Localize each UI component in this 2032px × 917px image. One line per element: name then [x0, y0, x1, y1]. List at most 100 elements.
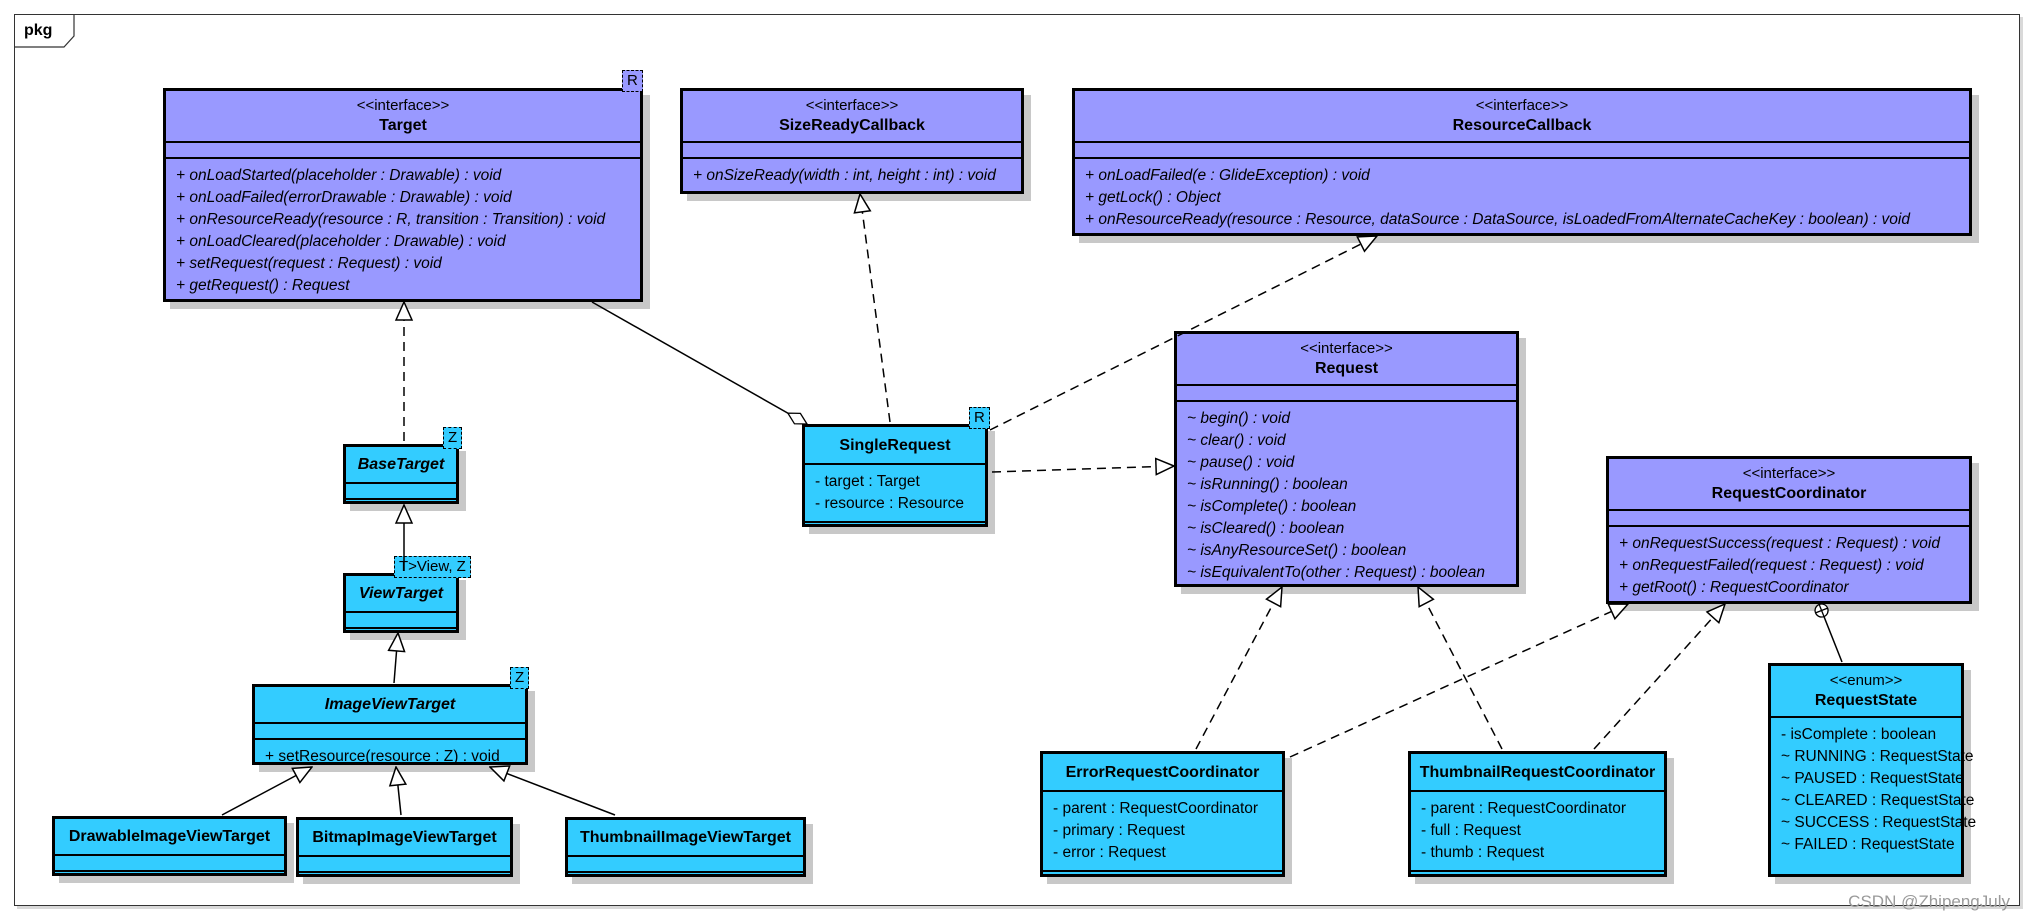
- operation: ~ isEquivalentTo(other : Request) : bool…: [1187, 564, 1485, 581]
- resource-callback-name: ResourceCallback: [1452, 117, 1592, 134]
- drawable-image-view-target-name: DrawableImageViewTarget: [68, 828, 271, 845]
- request-stereotype: <<interface>>: [1300, 340, 1393, 357]
- request-interface[interactable]: <<interface>> Request ~ begin() : void ~…: [1174, 331, 1519, 587]
- operation: + onLoadStarted(placeholder : Drawable) …: [176, 167, 502, 184]
- operation: + setRequest(request : Request) : void: [176, 255, 442, 272]
- operation: + onRequestSuccess(request : Request) : …: [1619, 535, 1940, 552]
- resource-callback-operations: + onLoadFailed(e : GlideException) : voi…: [1075, 159, 1969, 237]
- view-target-name: ViewTarget: [358, 585, 444, 602]
- operation: ~ isRunning() : boolean: [1187, 476, 1348, 493]
- resource-callback-attributes: [1075, 143, 1969, 159]
- image-view-target-class[interactable]: ImageViewTarget + setResource(resource :…: [252, 684, 528, 765]
- view-target-attributes: [346, 613, 456, 629]
- request-operations: ~ begin() : void ~ clear() : void ~ paus…: [1177, 402, 1516, 590]
- base-target-type-param: Z: [443, 427, 463, 449]
- request-name: Request: [1314, 360, 1379, 377]
- attribute: - resource : Resource: [815, 495, 965, 512]
- target-name: Target: [379, 117, 427, 134]
- single-request-type-param: R: [969, 407, 990, 429]
- attribute: - isComplete : boolean: [1781, 726, 1937, 743]
- request-state-enum[interactable]: <<enum>> RequestState - isComplete : boo…: [1768, 663, 1977, 877]
- operation: + onSizeReady(width : int, height : int)…: [693, 167, 996, 184]
- package-label: pkg: [24, 22, 53, 39]
- attribute: - parent : RequestCoordinator: [1053, 800, 1259, 817]
- operation: + onResourceReady(resource : Resource, d…: [1085, 211, 1910, 228]
- operation: ~ begin() : void: [1187, 410, 1290, 427]
- attribute: - error : Request: [1053, 844, 1166, 861]
- thumbnail-image-view-target-class[interactable]: ThumbnailImageViewTarget: [565, 817, 806, 877]
- operation: + getRequest() : Request: [176, 277, 350, 294]
- operation: + onLoadFailed(errorDrawable : Drawable)…: [176, 189, 512, 206]
- single-request-class[interactable]: SingleRequest - target : Target - resour…: [802, 424, 988, 527]
- attribute: ~ PAUSED : RequestState: [1781, 770, 1964, 787]
- image-view-target-type-param: Z: [510, 667, 530, 689]
- bitmap-image-view-target-attributes: [299, 857, 510, 873]
- operation: + getLock() : Object: [1085, 189, 1221, 206]
- target-operations: + onLoadStarted(placeholder : Drawable) …: [166, 159, 640, 303]
- base-target-attributes: [346, 484, 456, 500]
- image-view-target-name: ImageViewTarget: [324, 696, 456, 713]
- operation: + onLoadCleared(placeholder : Drawable) …: [176, 233, 506, 250]
- request-state-stereotype: <<enum>>: [1829, 672, 1903, 689]
- base-target-name: BaseTarget: [357, 456, 445, 473]
- operation: ~ pause() : void: [1187, 454, 1295, 471]
- drawable-image-view-target-operations: [55, 872, 284, 886]
- target-stereotype: <<interface>>: [356, 97, 450, 114]
- base-target-class[interactable]: BaseTarget: [343, 444, 459, 504]
- bitmap-image-view-target-name: BitmapImageViewTarget: [312, 829, 497, 846]
- request-coordinator-interface[interactable]: <<interface>> RequestCoordinator + onReq…: [1606, 456, 1972, 604]
- target-interface[interactable]: <<interface>> Target + onLoadStarted(pla…: [163, 88, 643, 302]
- resource-callback-stereotype: <<interface>>: [1475, 97, 1569, 114]
- view-target-type-param: T>View, Z: [394, 556, 471, 578]
- attribute: - primary : Request: [1053, 822, 1185, 839]
- error-request-coordinator-class[interactable]: ErrorRequestCoordinator - parent : Reque…: [1040, 751, 1285, 877]
- operation: ~ isComplete() : boolean: [1187, 498, 1357, 515]
- request-state-attributes: - isComplete : boolean ~ RUNNING : Reque…: [1771, 718, 1977, 862]
- size-ready-callback-attributes: [683, 143, 1021, 159]
- error-request-coordinator-operations: [1043, 872, 1282, 886]
- image-view-target-operations: + setResource(resource : Z) : void: [255, 740, 525, 774]
- resource-callback-interface[interactable]: <<interface>> ResourceCallback + onLoadF…: [1072, 88, 1972, 236]
- operation: ~ isAnyResourceSet() : boolean: [1187, 542, 1407, 559]
- operation: ~ isCleared() : boolean: [1187, 520, 1345, 537]
- attribute: - target : Target: [815, 473, 920, 490]
- attribute: - thumb : Request: [1421, 844, 1545, 861]
- view-target-operations: [346, 629, 456, 643]
- single-request-attributes: - target : Target - resource : Resource: [805, 465, 985, 523]
- package-tab: pkg: [14, 14, 75, 48]
- size-ready-callback-stereotype: <<interface>>: [805, 97, 899, 114]
- request-state-name: RequestState: [1814, 692, 1918, 709]
- thumbnail-image-view-target-attributes: [568, 857, 803, 873]
- attribute: ~ SUCCESS : RequestState: [1781, 814, 1977, 831]
- package-tab-outline: [14, 14, 75, 48]
- operation: + getRoot() : RequestCoordinator: [1619, 579, 1849, 596]
- single-request-operations: [805, 523, 985, 537]
- base-target-operations: [346, 500, 456, 514]
- target-type-param: R: [622, 70, 643, 92]
- thumbnail-request-coordinator-attributes: - parent : RequestCoordinator - full : R…: [1411, 792, 1664, 872]
- operation: + onRequestFailed(request : Request) : v…: [1619, 557, 1924, 574]
- attribute: ~ RUNNING : RequestState: [1781, 748, 1974, 765]
- target-attributes: [166, 143, 640, 159]
- size-ready-callback-interface[interactable]: <<interface>> SizeReadyCallback + onSize…: [680, 88, 1024, 194]
- drawable-image-view-target-attributes: [55, 856, 284, 872]
- thumbnail-request-coordinator-name: ThumbnailRequestCoordinator: [1419, 764, 1656, 781]
- attribute: - parent : RequestCoordinator: [1421, 800, 1627, 817]
- thumbnail-request-coordinator-class[interactable]: ThumbnailRequestCoordinator - parent : R…: [1408, 751, 1667, 877]
- view-target-class[interactable]: ViewTarget: [343, 573, 459, 633]
- image-view-target-attributes: [255, 724, 525, 740]
- bitmap-image-view-target-operations: [299, 873, 510, 887]
- operation: + onLoadFailed(e : GlideException) : voi…: [1085, 167, 1370, 184]
- attribute: ~ CLEARED : RequestState: [1781, 792, 1975, 809]
- request-coordinator-operations: + onRequestSuccess(request : Request) : …: [1609, 527, 1969, 605]
- package-frame: [14, 14, 2020, 906]
- drawable-image-view-target-class[interactable]: DrawableImageViewTarget: [52, 816, 287, 876]
- request-attributes: [1177, 386, 1516, 402]
- request-coordinator-attributes: [1609, 511, 1969, 527]
- request-coordinator-stereotype: <<interface>>: [1742, 465, 1836, 482]
- thumbnail-image-view-target-name: ThumbnailImageViewTarget: [579, 829, 791, 846]
- operation: + onResourceReady(resource : R, transiti…: [176, 211, 606, 228]
- bitmap-image-view-target-class[interactable]: BitmapImageViewTarget: [296, 817, 513, 877]
- operation: ~ clear() : void: [1187, 432, 1286, 449]
